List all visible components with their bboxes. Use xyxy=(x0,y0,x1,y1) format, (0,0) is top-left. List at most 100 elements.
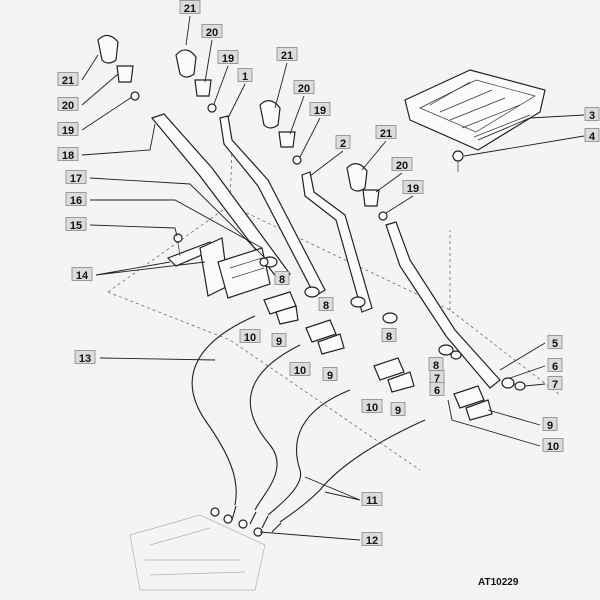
knob-group-a xyxy=(97,34,140,101)
cover-screw xyxy=(452,150,464,172)
callout-text: 21 xyxy=(184,3,196,15)
callout-text: 11 xyxy=(366,495,378,507)
cable-end-nuts xyxy=(210,507,263,537)
washers-right xyxy=(501,377,526,391)
callout-20: 20 xyxy=(391,157,413,172)
callout-text: 9 xyxy=(276,336,282,348)
housing-outline xyxy=(107,149,561,471)
callout-text: 19 xyxy=(314,105,326,117)
callout-text: 8 xyxy=(433,360,439,372)
callout-text: 20 xyxy=(206,27,218,39)
lever-18 xyxy=(150,113,291,283)
callout-text: 9 xyxy=(327,370,333,382)
callout-text: 7 xyxy=(552,379,558,391)
callout-21: 21 xyxy=(276,47,298,62)
callout-14: 14 xyxy=(71,267,93,282)
control-cables xyxy=(191,315,426,533)
callout-text: 2 xyxy=(340,138,346,150)
callout-10: 10 xyxy=(239,329,261,344)
callout-text: 20 xyxy=(396,160,408,172)
callout-text: 9 xyxy=(395,405,401,417)
callout-19: 19 xyxy=(309,102,331,117)
callout-7: 7 xyxy=(547,376,563,391)
callout-8: 8 xyxy=(381,328,397,343)
valve-block xyxy=(129,514,266,591)
leader-lines xyxy=(81,15,585,541)
callout-text: 9 xyxy=(547,420,553,432)
callout-2: 2 xyxy=(335,135,351,150)
callout-text: 7 xyxy=(434,373,440,385)
callout-text: 10 xyxy=(244,332,256,344)
callout-21: 21 xyxy=(57,72,79,87)
callout-10: 10 xyxy=(542,438,564,453)
callout-labels: 2120191212019221201921201918171615141334… xyxy=(57,0,600,547)
callout-9: 9 xyxy=(542,417,558,432)
callout-10: 10 xyxy=(289,362,311,377)
callout-20: 20 xyxy=(293,80,315,95)
callout-5: 5 xyxy=(547,335,563,350)
callout-8: 8 xyxy=(318,297,334,312)
callout-text: 8 xyxy=(279,274,285,286)
callout-9: 9 xyxy=(322,367,338,382)
callout-19: 19 xyxy=(57,122,79,137)
callout-text: 5 xyxy=(552,338,558,350)
callout-10: 10 xyxy=(361,399,383,414)
callout-text: 20 xyxy=(298,83,310,95)
callout-text: 3 xyxy=(589,110,595,122)
callout-6: 6 xyxy=(547,358,563,373)
callout-8: 8 xyxy=(428,357,444,372)
callout-text: 16 xyxy=(70,195,82,207)
figure-reference: AT10229 xyxy=(478,577,519,588)
callout-9: 9 xyxy=(271,333,287,348)
callout-16: 16 xyxy=(65,192,87,207)
knob-group-d xyxy=(346,163,388,221)
callout-text: 17 xyxy=(70,173,82,185)
callout-1: 1 xyxy=(237,68,253,83)
lever-1 xyxy=(219,115,326,297)
callout-text: 10 xyxy=(547,441,559,453)
callout-text: 18 xyxy=(62,150,74,162)
callout-21: 21 xyxy=(179,0,201,15)
callout-11: 11 xyxy=(361,492,383,507)
callout-18: 18 xyxy=(57,147,79,162)
callout-13: 13 xyxy=(74,350,96,365)
lever-2 xyxy=(301,171,373,313)
callout-3: 3 xyxy=(584,107,600,122)
callout-20: 20 xyxy=(57,97,79,112)
callout-15: 15 xyxy=(65,217,87,232)
callout-text: 21 xyxy=(380,128,392,140)
callout-20: 20 xyxy=(201,24,223,39)
knob-group-c xyxy=(259,100,302,165)
callout-text: 6 xyxy=(434,385,440,397)
callout-text: 4 xyxy=(589,131,596,143)
callout-12: 12 xyxy=(361,532,383,547)
bushings xyxy=(262,256,462,360)
callout-text: 10 xyxy=(366,402,378,414)
callout-text: 19 xyxy=(62,125,74,137)
clevis-set xyxy=(263,291,493,421)
callout-text: 20 xyxy=(62,100,74,112)
callout-9: 9 xyxy=(390,402,406,417)
callout-text: 1 xyxy=(242,71,248,83)
callout-19: 19 xyxy=(402,180,424,195)
callout-6: 6 xyxy=(429,382,445,397)
callout-21: 21 xyxy=(375,125,397,140)
callout-text: 21 xyxy=(62,75,74,87)
callout-text: 8 xyxy=(386,331,392,343)
bracket-assembly xyxy=(166,233,271,299)
callout-text: 8 xyxy=(323,300,329,312)
callout-4: 4 xyxy=(584,128,600,143)
callout-text: 10 xyxy=(294,365,306,377)
callout-17: 17 xyxy=(65,170,87,185)
callout-19: 19 xyxy=(217,50,239,65)
cover-plate xyxy=(404,69,546,151)
callout-text: 12 xyxy=(366,535,378,547)
callout-text: 21 xyxy=(281,50,293,62)
callout-text: 15 xyxy=(70,220,82,232)
callout-text: 19 xyxy=(407,183,419,195)
callout-text: 13 xyxy=(79,353,91,365)
lever-right xyxy=(385,221,501,389)
callout-text: 14 xyxy=(76,270,89,282)
knob-group-b xyxy=(175,49,217,113)
